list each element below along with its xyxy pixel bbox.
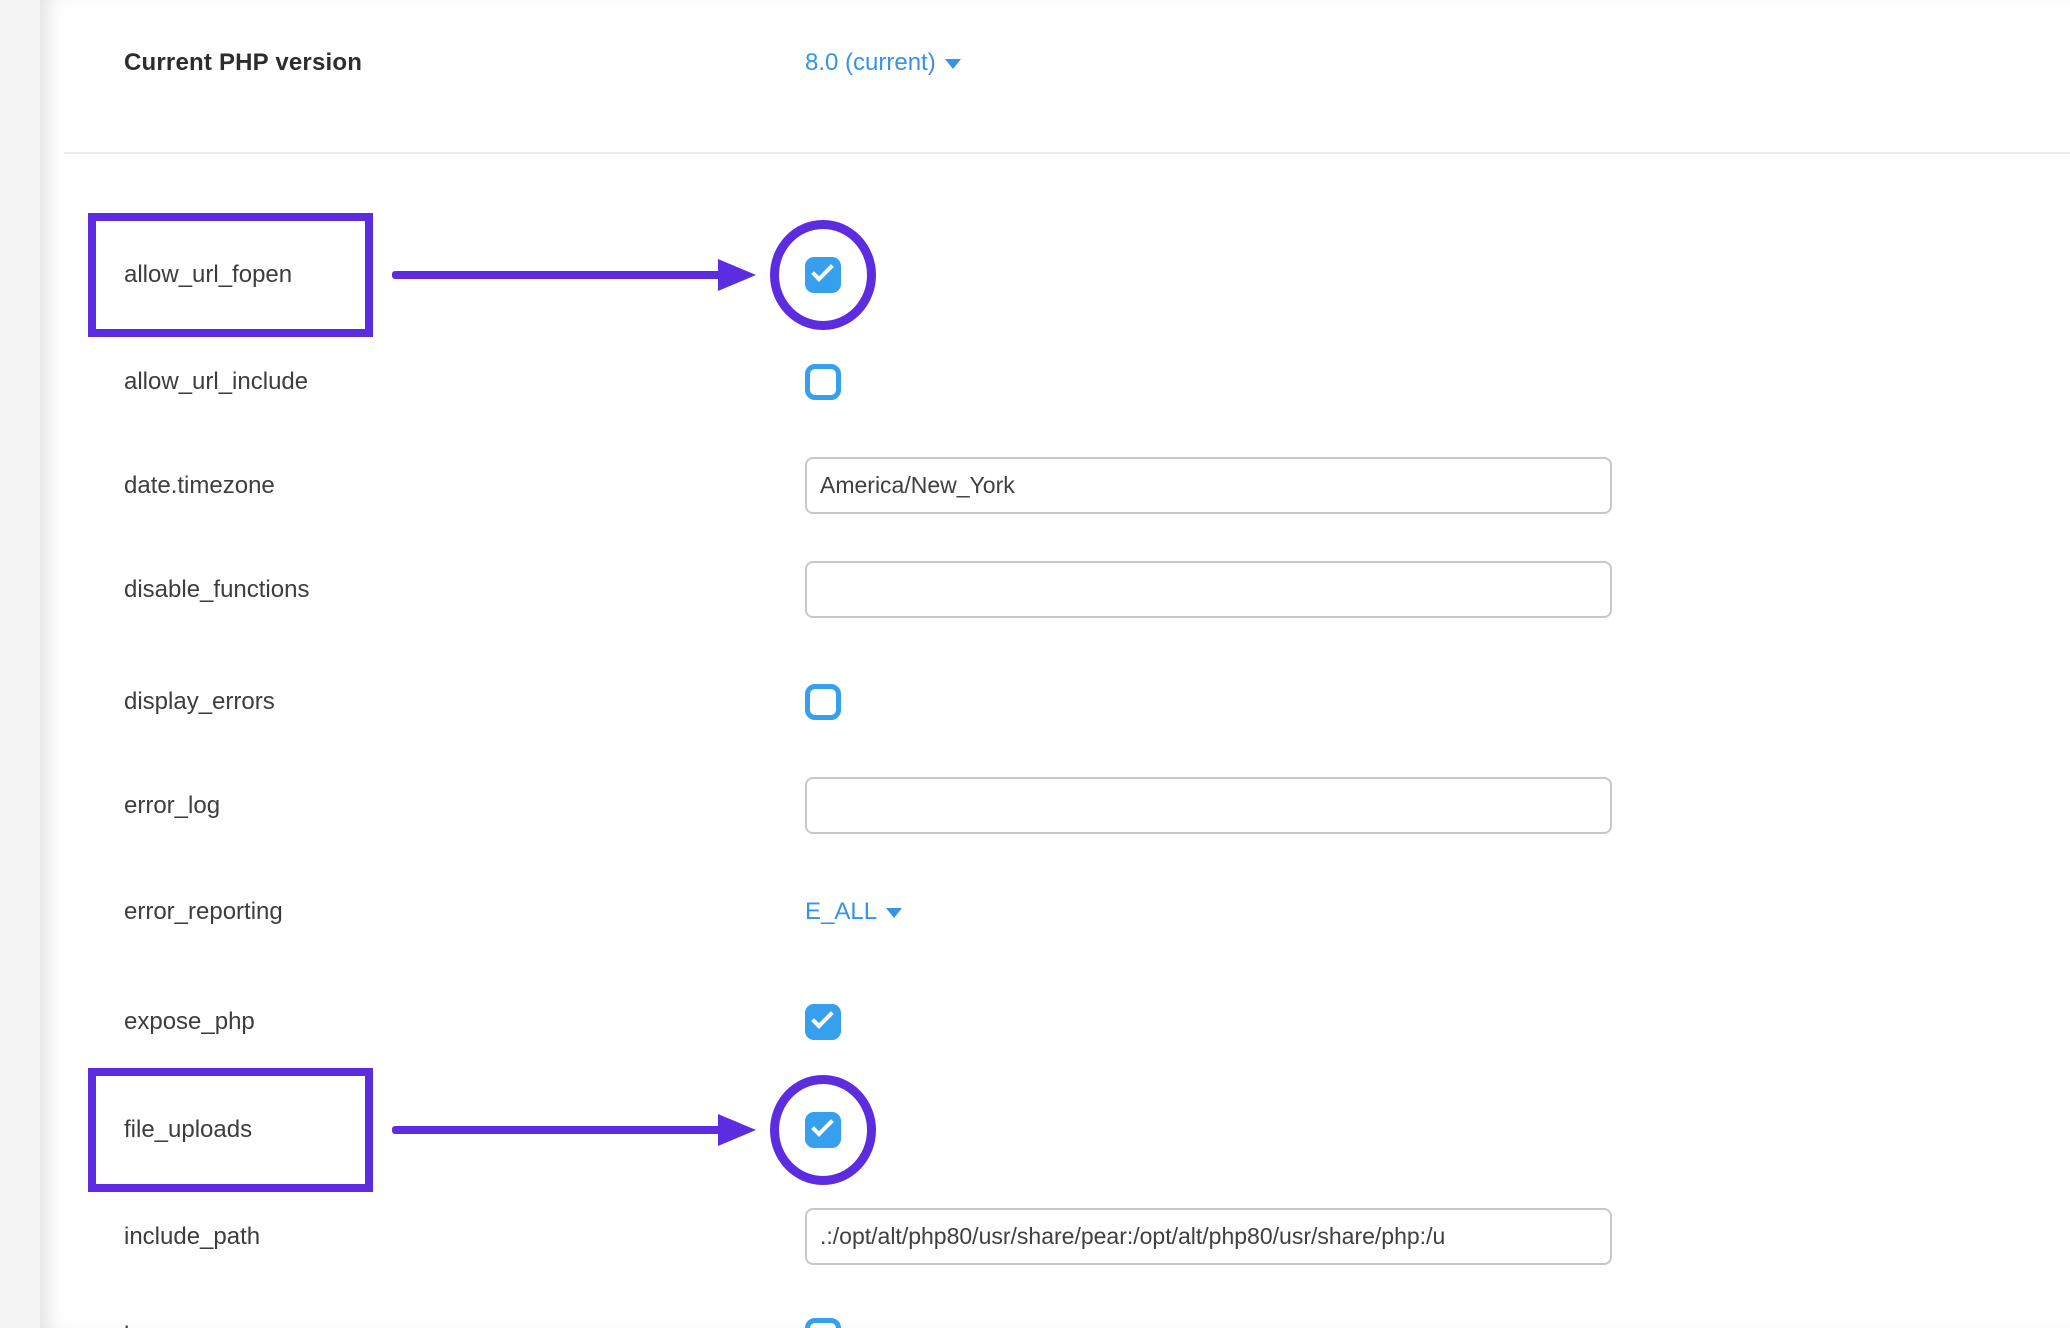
allow-url-fopen-checkbox[interactable]	[805, 257, 841, 293]
setting-label-date-timezone: date.timezone	[124, 472, 275, 500]
highlight-circle	[770, 1075, 876, 1185]
current-php-version-label: Current PHP version	[124, 49, 363, 76]
caret-down-icon	[886, 908, 903, 918]
setting-label-file-uploads: file_uploads	[124, 1116, 253, 1144]
highlight-arrow-line	[392, 271, 722, 279]
setting-label-allow-url-fopen: allow_url_fopen	[124, 261, 293, 289]
display-errors-checkbox[interactable]	[805, 684, 841, 720]
highlight-arrow-head	[718, 259, 756, 291]
setting-label-allow-url-include: allow_url_include	[124, 368, 309, 396]
file-uploads-checkbox[interactable]	[805, 1112, 841, 1148]
error-reporting-value: E_ALL	[805, 898, 878, 925]
checkmark-icon	[811, 1006, 834, 1029]
highlight-circle	[770, 220, 876, 330]
error-log-input[interactable]	[805, 777, 1612, 834]
expose-php-checkbox[interactable]	[805, 1004, 841, 1040]
settings-panel	[40, 0, 2070, 1328]
allow-url-include-checkbox[interactable]	[805, 364, 841, 400]
highlight-arrow-line	[392, 1126, 722, 1134]
date-timezone-input[interactable]	[805, 457, 1612, 514]
log-errors-checkbox[interactable]	[805, 1318, 841, 1328]
checkmark-icon	[811, 1114, 834, 1137]
setting-label-include-path: include_path	[124, 1223, 261, 1251]
setting-label-disable-functions: disable_functions	[124, 576, 310, 604]
php-version-value: 8.0 (current)	[805, 49, 936, 76]
highlight-box	[88, 213, 373, 337]
setting-label-display-errors: display_errors	[124, 688, 275, 716]
setting-label-log-errors: log_errors	[124, 1322, 232, 1328]
error-reporting-dropdown[interactable]: E_ALL	[805, 898, 903, 926]
header-divider	[64, 152, 2070, 154]
setting-label-expose-php: expose_php	[124, 1008, 255, 1036]
setting-label-error-log: error_log	[124, 792, 221, 820]
caret-down-icon	[944, 59, 961, 69]
setting-label-error-reporting: error_reporting	[124, 898, 283, 926]
include-path-input[interactable]	[805, 1208, 1612, 1265]
disable-functions-input[interactable]	[805, 561, 1612, 618]
php-version-dropdown[interactable]: 8.0 (current)	[805, 49, 961, 77]
highlight-box	[88, 1068, 373, 1192]
highlight-arrow-head	[718, 1114, 756, 1146]
checkmark-icon	[811, 259, 834, 282]
